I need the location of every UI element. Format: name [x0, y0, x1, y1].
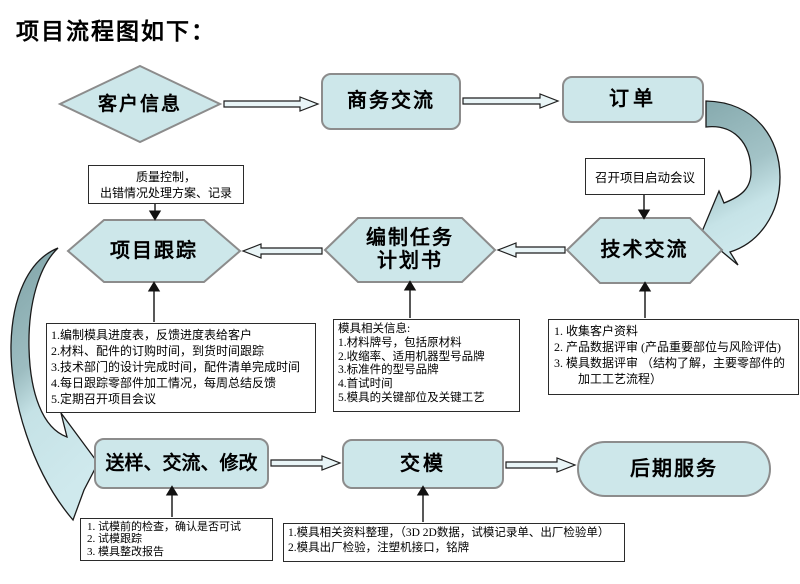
node-project-tracking: [66, 219, 242, 283]
label-after-service: 后期服务: [630, 457, 718, 480]
note-sample-details: 1. 试模前的检查，确认是否可试 2. 试模跟踪 3. 模具整改报告: [80, 518, 273, 561]
page-title: 项目流程图如下：: [16, 19, 216, 44]
arrow-business-to-order: [462, 93, 560, 109]
node-order: [562, 76, 704, 123]
label-tech-comm: 技术交流: [600, 239, 689, 261]
label-mold-delivery: 交模: [400, 452, 446, 475]
label-task-plan: 编制任务 计划书: [366, 227, 454, 272]
node-business-comm: [321, 73, 461, 130]
note-tech-details: 1. 收集客户资料 2. 产品数据评审 (产品重要部位与风险评估) 3. 模具数…: [548, 319, 799, 395]
label-project-tracking: 项目跟踪: [110, 239, 198, 262]
note-kickoff-meeting: 召开项目启动会议: [585, 158, 705, 195]
note-mold-info: 模具相关信息: 1.材料牌号，包括原材料 2.收缩率、适用机器型号品牌 3.标准…: [333, 319, 520, 412]
label-order: 订单: [609, 88, 657, 110]
label-sample-comm: 送样、交流、修改: [105, 452, 258, 474]
note-delivery-details: 1.模具相关资料整理，（3D 2D数据，试模记录单、出厂检验单） 2.模具出厂检…: [283, 523, 625, 562]
node-after-service: [577, 441, 771, 497]
node-sample-comm: [94, 438, 269, 489]
note-quality-control: 质量控制， 出错情况处理方案、记录: [88, 165, 244, 204]
arrow-tracking-to-sample: [10, 247, 99, 522]
arrow-order-to-tech: [700, 100, 781, 266]
arrow-task-plan-to-tracking: [241, 243, 323, 259]
node-task-plan: [323, 217, 497, 283]
arrow-sample-to-delivery: [270, 455, 342, 471]
node-customer-info: [57, 64, 223, 144]
label-business-comm: 商务交流: [347, 90, 435, 112]
label-customer-info: 客户信息: [97, 93, 182, 115]
arrow-customer-to-business: [223, 96, 320, 112]
note-tracking-details: 1.编制模具进度表，反馈进度表给客户 2.材料、配件的订购时间，到货时间跟踪 3…: [46, 323, 316, 413]
arrow-tech-to-task-plan: [496, 242, 566, 258]
node-tech-comm: [565, 217, 724, 284]
arrow-delivery-to-after-service: [505, 457, 577, 473]
